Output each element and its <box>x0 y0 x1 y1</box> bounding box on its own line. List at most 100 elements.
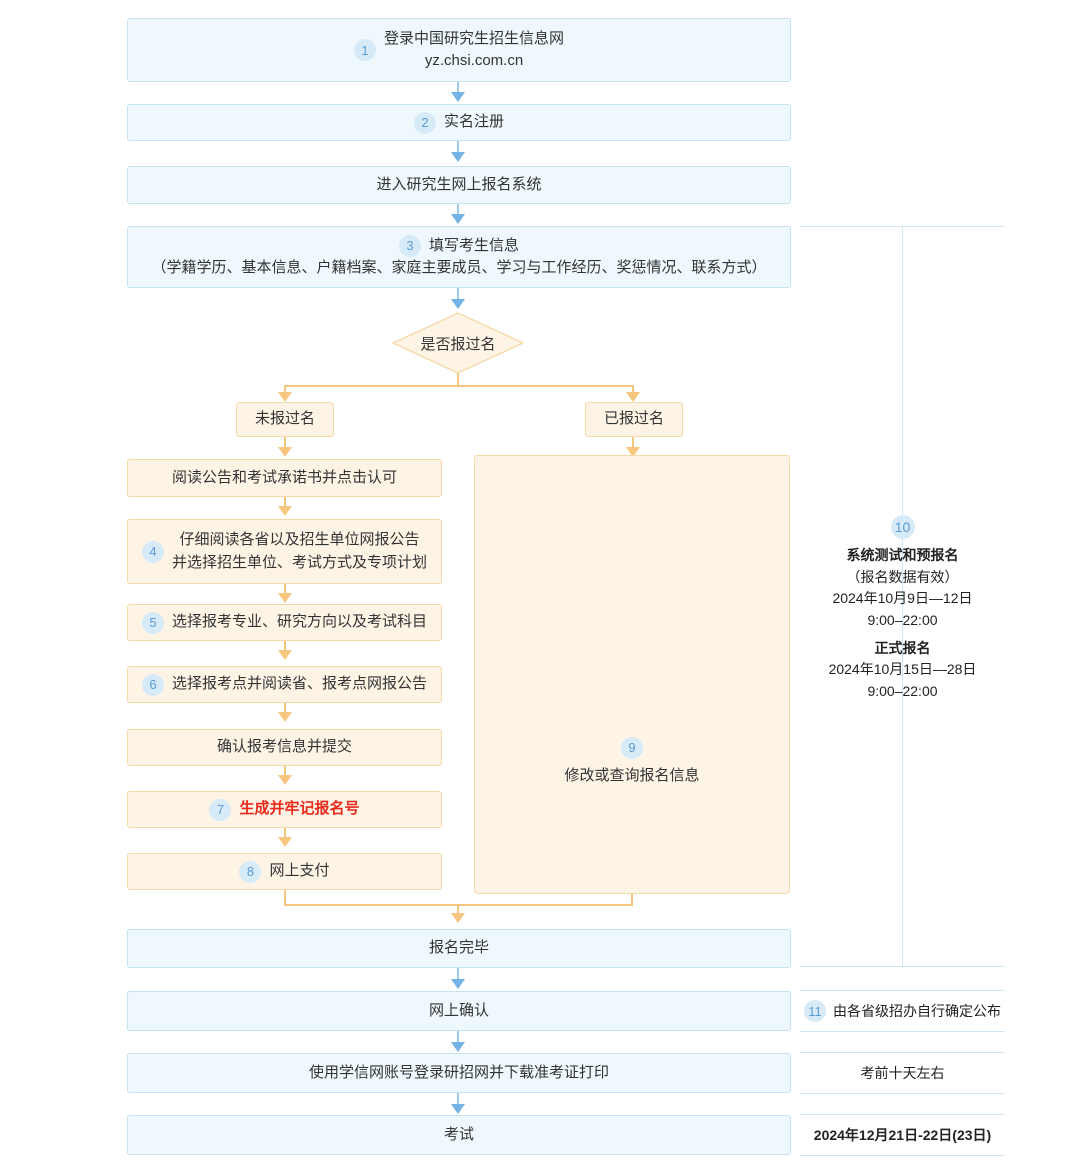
step-badge-2: 2 <box>413 111 436 134</box>
decision-has-registered[interactable]: 是否报过名 <box>392 312 524 374</box>
flow-box-realname-register-content: 2 实名注册 <box>413 111 504 134</box>
flow-box-confirm-submit[interactable]: 确认报考信息并提交 <box>127 729 442 766</box>
flow-box-online-payment[interactable]: 8 网上支付 <box>127 853 442 890</box>
connector-ticket-to-exam <box>457 1093 459 1105</box>
arrow-system-to-info <box>451 214 465 224</box>
flow-box-read-province-unit-text: 仔细阅读各省以及招生单位网报公告 并选择招生单位、考试方式及专项计划 <box>172 529 427 574</box>
panel-note-province: 11 由各省级招办自行确定公布 <box>800 991 1005 1031</box>
step-badge-8: 8 <box>239 860 262 883</box>
panel-note-exam-date: 2024年12月21日-22日(23日) <box>800 1115 1005 1155</box>
flow-box-online-confirmation[interactable]: 网上确认 <box>127 991 791 1031</box>
flow-box-login-text: 登录中国研究生招生信息网 yz.chsi.com.cn <box>384 28 564 73</box>
connector-info-to-decision <box>457 288 459 303</box>
connector-merge-down <box>457 904 459 915</box>
schedule-block-pre: 系统测试和预报名 （报名数据有效） 2024年10月9日—12日 9:00–22… <box>800 545 1005 632</box>
flow-box-select-test-site-content: 6 选择报考点并阅读省、报考点网报公告 <box>141 673 427 696</box>
flow-box-confirm-submit-text: 确认报考信息并提交 <box>216 738 352 756</box>
step-badge-7: 7 <box>209 798 232 821</box>
flow-box-online-payment-content: 8 网上支付 <box>239 860 330 883</box>
arrow-split-left <box>278 392 292 402</box>
arrow-s4-to-s5 <box>278 593 292 603</box>
flow-box-online-confirmation-text: 网上确认 <box>428 1001 489 1019</box>
connector-decision-split <box>284 385 633 387</box>
connector-payment-down <box>284 890 286 906</box>
arrow-s6-to-confirm <box>278 712 292 722</box>
flow-box-read-province-unit[interactable]: 4 仔细阅读各省以及招生单位网报公告 并选择招生单位、考试方式及专项计划 <box>127 519 442 584</box>
arrow-merge-down <box>451 913 465 923</box>
schedule-pre-date: 2024年10月9日—12日 <box>832 590 973 607</box>
flow-box-fill-candidate-info[interactable]: 3 填写考生信息 （学籍学历、基本信息、户籍档案、家庭主要成员、学习与工作经历、… <box>127 226 791 288</box>
schedule-block-formal: 正式报名 2024年10月15日—28日 9:00–22:00 <box>800 638 1005 703</box>
flow-box-registration-complete[interactable]: 报名完毕 <box>127 929 791 968</box>
flow-box-read-province-unit-line1: 仔细阅读各省以及招生单位网报公告 <box>179 531 420 548</box>
branch-label-already-registered-text: 已报过名 <box>603 410 664 428</box>
branch-label-already-registered[interactable]: 已报过名 <box>585 402 683 437</box>
step-badge-10: 10 <box>890 515 915 539</box>
step-badge-6: 6 <box>141 673 164 696</box>
flow-box-download-admission-ticket[interactable]: 使用学信网账号登录研招网并下载准考证打印 <box>127 1053 791 1093</box>
arrow-alreadyreg-down <box>626 447 640 457</box>
flow-box-select-test-site[interactable]: 6 选择报考点并阅读省、报考点网报公告 <box>127 666 442 703</box>
panel-row-rule-1-bottom <box>800 990 1005 991</box>
connector-alreadyreg-down <box>632 437 634 449</box>
flow-box-online-payment-text: 网上支付 <box>269 862 330 880</box>
connector-s5-to-s6 <box>284 641 286 652</box>
flow-box-modify-query-content: 9 修改或查询报名信息 <box>564 736 700 788</box>
panel-note-ten-days: 考前十天左右 <box>800 1053 1005 1093</box>
flow-box-read-announcement-text: 阅读公告和考试承诺书并点击认可 <box>171 468 397 486</box>
flow-box-exam-text: 考试 <box>443 1125 474 1143</box>
connector-complete-to-confirmation <box>457 968 459 981</box>
panel-row-rule-3-bottom <box>800 1114 1005 1115</box>
schedule-formal-date: 2024年10月15日—28日 <box>828 661 977 678</box>
flow-box-select-major[interactable]: 5 选择报考专业、研究方向以及考试科目 <box>127 604 442 641</box>
step-badge-3: 3 <box>398 234 421 257</box>
panel-note-province-text: 由各省级招办自行确定公布 <box>833 1003 1001 1019</box>
flow-box-realname-register[interactable]: 2 实名注册 <box>127 104 791 141</box>
branch-label-not-registered[interactable]: 未报过名 <box>236 402 334 437</box>
flow-box-modify-query[interactable]: 9 修改或查询报名信息 <box>474 455 790 894</box>
flow-box-exam[interactable]: 考试 <box>127 1115 791 1155</box>
connector-s7-to-s8 <box>284 828 286 839</box>
step-badge-1: 1 <box>353 39 376 61</box>
arrow-info-to-decision <box>451 299 465 309</box>
flow-box-fill-candidate-info-detail: （学籍学历、基本信息、户籍档案、家庭主要成员、学习与工作经历、奖惩情况、联系方式… <box>151 259 767 276</box>
flow-box-login-content: 1 登录中国研究生招生信息网 yz.chsi.com.cn <box>353 28 564 73</box>
arrow-split-right <box>626 392 640 402</box>
arrow-complete-to-confirmation <box>451 979 465 989</box>
flow-box-fill-candidate-info-title: 填写考生信息 <box>428 236 519 254</box>
connector-s6-to-confirm <box>284 703 286 714</box>
connector-register-to-system <box>457 141 459 156</box>
flow-box-generate-number-content: 7 生成并牢记报名号 <box>209 798 360 821</box>
connector-split-right <box>632 385 634 394</box>
flow-box-fill-candidate-info-content: 3 填写考生信息 （学籍学历、基本信息、户籍档案、家庭主要成员、学习与工作经历、… <box>151 234 767 280</box>
flow-box-generate-number[interactable]: 7 生成并牢记报名号 <box>127 791 442 828</box>
connector-decision-down <box>457 373 459 387</box>
flow-box-registration-complete-text: 报名完毕 <box>428 939 489 957</box>
connector-ann-to-s4 <box>284 497 286 508</box>
schedule-pre-sub: （报名数据有效） <box>846 568 959 585</box>
schedule-panel: 10 系统测试和预报名 （报名数据有效） 2024年10月9日—12日 9:00… <box>800 515 1005 703</box>
connector-split-left <box>284 385 286 394</box>
flow-box-enter-system-text: 进入研究生网上报名系统 <box>376 175 542 193</box>
decision-label: 是否报过名 <box>420 335 496 353</box>
flow-box-enter-system[interactable]: 进入研究生网上报名系统 <box>127 166 791 204</box>
connector-notreg-down <box>284 437 286 449</box>
flow-box-login-line2: yz.chsi.com.cn <box>424 52 524 69</box>
flow-box-read-announcement[interactable]: 阅读公告和考试承诺书并点击认可 <box>127 459 442 497</box>
branch-label-not-registered-text: 未报过名 <box>254 410 315 428</box>
flow-box-read-province-unit-line2: 并选择招生单位、考试方式及专项计划 <box>171 553 427 571</box>
arrow-notreg-down <box>278 447 292 457</box>
connector-s4-to-s5 <box>284 584 286 595</box>
flow-box-download-admission-ticket-text: 使用学信网账号登录研招网并下载准考证打印 <box>308 1063 609 1081</box>
flow-box-read-province-unit-content: 4 仔细阅读各省以及招生单位网报公告 并选择招生单位、考试方式及专项计划 <box>141 529 427 574</box>
panel-row-rule-3-top <box>800 1093 1005 1094</box>
panel-row-rule-4-bottom <box>800 1155 1005 1156</box>
arrow-s5-to-s6 <box>278 650 292 660</box>
schedule-formal-title: 正式报名 <box>874 639 931 656</box>
panel-row-rule-1-top <box>800 966 1005 967</box>
panel-timeline-vertical <box>902 226 903 966</box>
flow-box-login[interactable]: 1 登录中国研究生招生信息网 yz.chsi.com.cn <box>127 18 791 82</box>
step-badge-9: 9 <box>620 736 643 759</box>
step-badge-5: 5 <box>141 611 164 634</box>
